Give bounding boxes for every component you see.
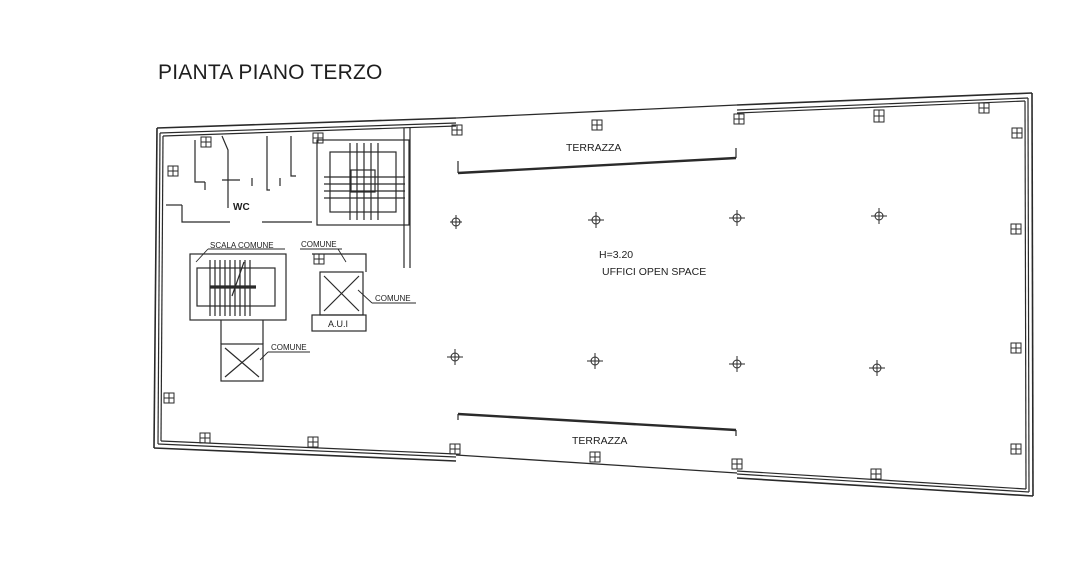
aui-label: A.U.I <box>328 319 348 329</box>
wc-label: WC <box>233 202 250 213</box>
open-space-label: UFFICI OPEN SPACE <box>602 266 706 278</box>
terrace-railing-bottom <box>457 412 737 436</box>
terrace-top-label: TERRAZZA <box>566 142 621 154</box>
elevator-shaft-2 <box>311 253 367 332</box>
ceiling-height-label: H=3.20 <box>599 249 633 261</box>
exterior-wall <box>153 92 1034 497</box>
column-markers <box>447 208 887 376</box>
wc-partitions <box>166 135 312 223</box>
staircase-top <box>316 128 411 268</box>
elevator-shaft-1 <box>220 320 264 382</box>
perimeter-pillars <box>163 102 1023 480</box>
drawing-title: PIANTA PIANO TERZO <box>158 61 383 84</box>
terrace-railing-top <box>457 148 737 175</box>
common-label-2: COMUNE <box>375 294 411 303</box>
common-label-1: COMUNE <box>301 240 337 249</box>
common-label-3: COMUNE <box>271 343 307 352</box>
stair-common-label: SCALA COMUNE <box>210 241 274 250</box>
leader-lines <box>195 248 416 361</box>
terrace-bottom-label: TERRAZZA <box>572 435 627 447</box>
stair-common <box>189 253 287 321</box>
